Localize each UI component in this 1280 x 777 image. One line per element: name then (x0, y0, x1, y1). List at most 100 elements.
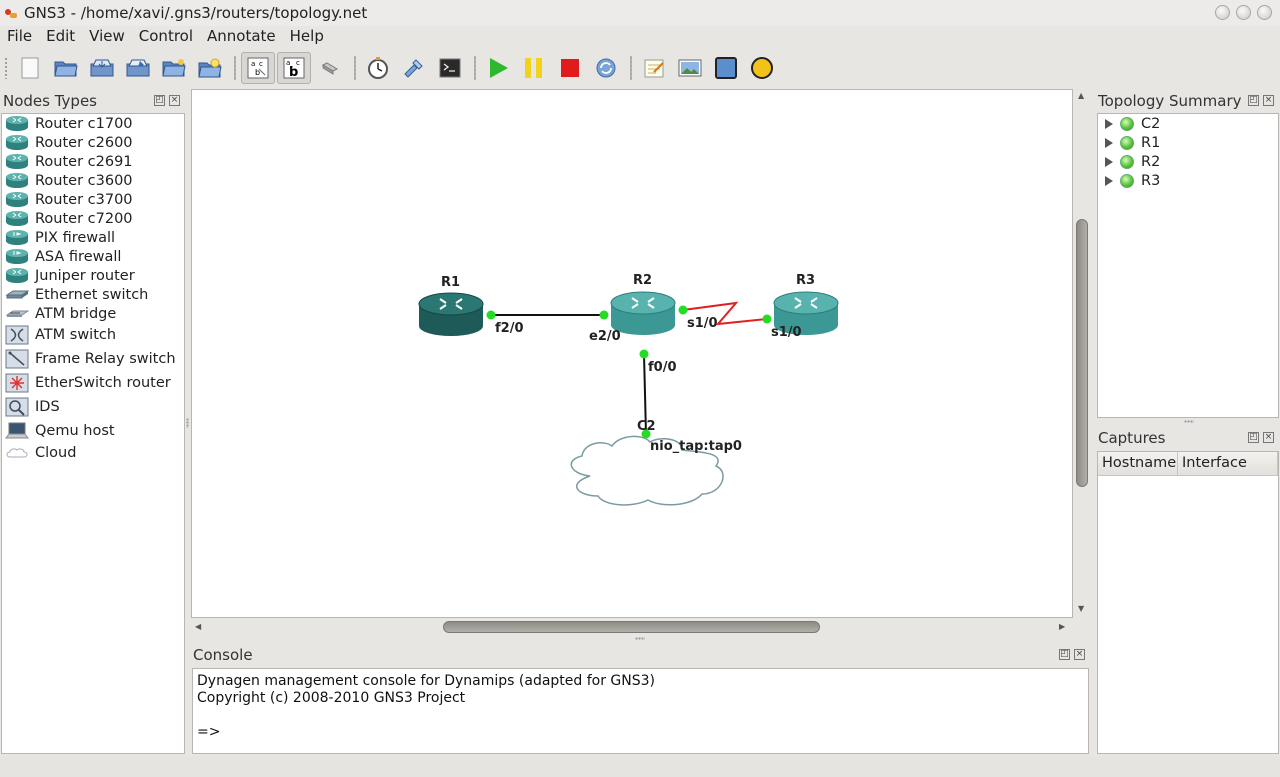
notes-button[interactable] (637, 52, 671, 84)
node-type-item[interactable]: Router c2691 (2, 152, 184, 171)
column-hostname[interactable]: Hostname (1098, 452, 1178, 475)
node-type-item[interactable]: ASA firewall (2, 247, 184, 266)
menu-control[interactable]: Control (138, 27, 194, 45)
node-type-item[interactable]: ATM switch (2, 323, 184, 347)
node-type-item[interactable]: Frame Relay switch (2, 347, 184, 371)
port-r2-e20[interactable] (599, 310, 609, 320)
minimize-icon[interactable] (1215, 5, 1230, 20)
etherswitch-router-icon (5, 373, 29, 393)
close-icon[interactable]: × (169, 95, 180, 106)
expand-arrow-icon[interactable] (1105, 137, 1113, 148)
float-icon[interactable]: ◰ (154, 95, 165, 106)
toolbar-handle[interactable] (4, 57, 8, 79)
ethernet-switch-icon (5, 286, 29, 303)
router-r1[interactable] (418, 292, 484, 336)
port-c2-nio[interactable] (641, 429, 651, 439)
float-icon[interactable]: ◰ (1248, 95, 1259, 106)
port-r3-s10[interactable] (762, 314, 772, 324)
rectangle-button[interactable] (709, 52, 743, 84)
node-type-item[interactable]: Ethernet switch (2, 285, 184, 304)
horizontal-scroll-thumb[interactable] (443, 621, 820, 633)
float-icon[interactable]: ◰ (1059, 649, 1070, 660)
link-r2-r3-serial[interactable] (682, 301, 768, 326)
node-type-label: EtherSwitch router (35, 375, 171, 391)
notes-icon (644, 59, 664, 78)
menu-edit[interactable]: Edit (46, 27, 76, 45)
close-icon[interactable]: × (1074, 649, 1085, 660)
topology-summary-item[interactable]: C2 (1098, 114, 1278, 133)
topology-summary-item[interactable]: R1 (1098, 133, 1278, 152)
menu-view[interactable]: View (89, 27, 125, 45)
node-type-item[interactable]: Router c3600 (2, 171, 184, 190)
start-button[interactable] (481, 52, 515, 84)
console-prompt[interactable]: => (197, 724, 221, 740)
menu-help[interactable]: Help (289, 27, 324, 45)
router-r2[interactable] (610, 291, 676, 335)
iface-label-r1-f20: f2/0 (495, 321, 524, 336)
column-interface[interactable]: Interface (1178, 452, 1278, 475)
console-button[interactable] (433, 52, 467, 84)
atm-switch-icon (5, 325, 29, 345)
save-as-button[interactable] (121, 52, 155, 84)
ellipse-button[interactable] (745, 52, 779, 84)
node-type-item[interactable]: Juniper router (2, 266, 184, 285)
close-icon[interactable]: × (1263, 95, 1274, 106)
node-type-item[interactable]: Router c1700 (2, 114, 184, 133)
node-type-label: Router c2600 (35, 134, 133, 151)
canvas-vertical-scrollbar[interactable]: ▲ ▼ (1074, 89, 1090, 618)
node-type-item[interactable]: ATM bridge (2, 304, 184, 323)
node-type-item[interactable]: Router c3700 (2, 190, 184, 209)
new-file-button[interactable] (13, 52, 47, 84)
project-button[interactable] (193, 52, 227, 84)
link-r2-c2[interactable] (643, 353, 647, 435)
save-button[interactable] (85, 52, 119, 84)
configure-button[interactable] (397, 52, 431, 84)
node-type-item[interactable]: Router c2600 (2, 133, 184, 152)
node-type-item[interactable]: Cloud (2, 443, 184, 462)
open-button[interactable] (49, 52, 83, 84)
node-type-item[interactable]: EtherSwitch router (2, 371, 184, 395)
node-type-item[interactable]: Qemu host (2, 419, 184, 443)
port-r2-s10[interactable] (678, 305, 688, 315)
topology-summary-item[interactable]: R2 (1098, 152, 1278, 171)
qemu-host-icon (5, 422, 29, 440)
reload-button[interactable] (589, 52, 623, 84)
topology-canvas[interactable]: R1 R2 R3 C2 f2/0 e2/0 s1/0 s1/0 f0/0 nio… (191, 89, 1073, 618)
canvas-horizontal-scrollbar[interactable]: ◀ ▶ (191, 618, 1073, 636)
topology-graph[interactable]: R1 R2 R3 C2 f2/0 e2/0 s1/0 s1/0 f0/0 nio… (192, 90, 1072, 617)
cloud-c2[interactable] (570, 435, 724, 506)
router-icon (5, 191, 29, 208)
maximize-icon[interactable] (1236, 5, 1251, 20)
expand-arrow-icon[interactable] (1105, 175, 1113, 186)
expand-arrow-icon[interactable] (1105, 156, 1113, 167)
add-link-button[interactable] (313, 52, 347, 84)
port-r2-f00[interactable] (639, 349, 649, 359)
stop-button[interactable] (553, 52, 587, 84)
float-icon[interactable]: ◰ (1248, 432, 1259, 443)
screenshot-button[interactable] (673, 52, 707, 84)
node-type-item[interactable]: Router c7200 (2, 209, 184, 228)
menu-file[interactable]: File (7, 27, 33, 45)
close-icon[interactable] (1257, 5, 1272, 20)
console-output[interactable]: Dynagen management console for Dynamips … (192, 668, 1089, 754)
menu-annotate[interactable]: Annotate (207, 27, 276, 45)
expand-arrow-icon[interactable] (1105, 118, 1113, 129)
vertical-scroll-thumb[interactable] (1076, 219, 1088, 487)
close-icon[interactable]: × (1263, 432, 1274, 443)
clock-button[interactable] (361, 52, 395, 84)
import-button[interactable] (157, 52, 191, 84)
node-type-item[interactable]: PIX firewall (2, 228, 184, 247)
router-r3[interactable] (773, 291, 839, 335)
pause-button[interactable] (517, 52, 551, 84)
port-r1-f20[interactable] (486, 310, 496, 320)
node-label-c2: C2 (637, 419, 656, 434)
topology-summary-item[interactable]: R3 (1098, 171, 1278, 190)
router-icon (5, 267, 29, 284)
node-type-item[interactable]: IDS (2, 395, 184, 419)
